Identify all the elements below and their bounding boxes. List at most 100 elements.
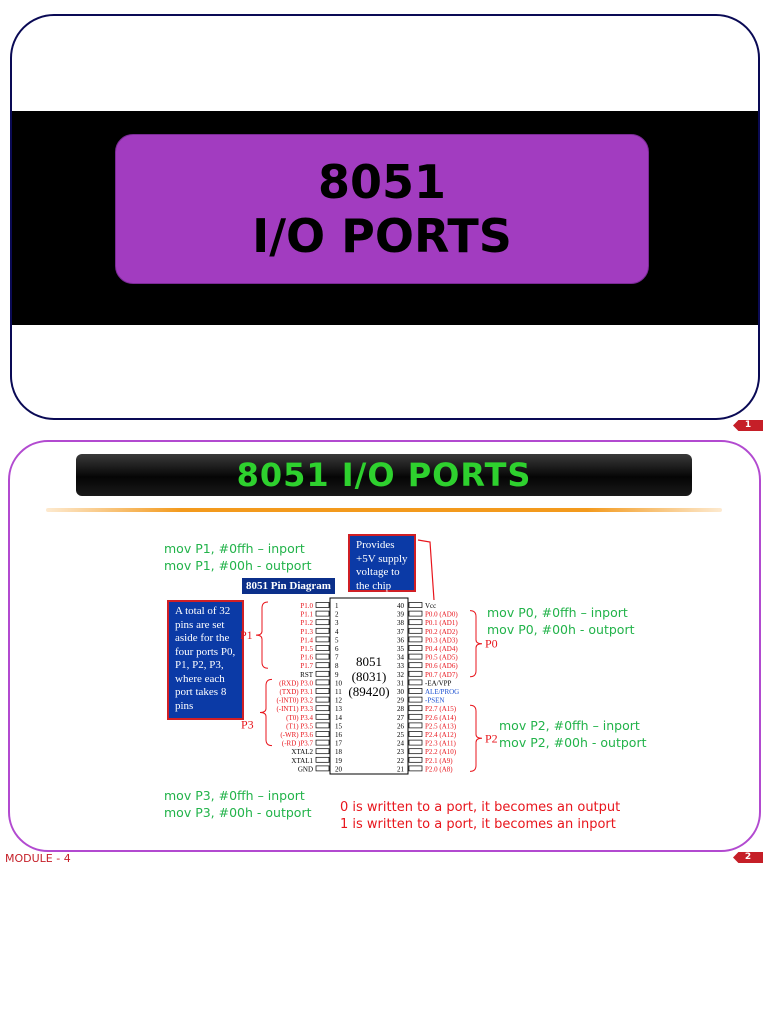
right-pin-stub <box>408 765 423 772</box>
right-pin-number: 29 <box>397 697 405 705</box>
left-pin-stub <box>315 636 330 643</box>
p2-brace <box>469 704 483 772</box>
left-pin-label: XTAL2 <box>291 748 313 756</box>
p0-outport-note: mov P0, #00h - outport <box>487 622 635 637</box>
right-pin-number: 26 <box>397 722 405 730</box>
left-pin-stub <box>315 679 330 686</box>
left-pin-stub <box>315 696 330 703</box>
right-pin-stub <box>408 713 423 720</box>
chip-label: (89420) <box>348 684 389 699</box>
vcc-callout-connector <box>417 539 435 601</box>
right-pin-number: 31 <box>397 679 405 687</box>
left-pin-label: (-WR) P3.6 <box>280 731 313 739</box>
module-footer: MODULE - 4 <box>5 852 71 865</box>
left-pin-label: GND <box>298 765 313 773</box>
right-pin-number: 40 <box>397 602 405 610</box>
right-pin-stub <box>408 705 423 712</box>
right-pin-label: -PSEN <box>425 697 444 705</box>
left-pin-label: (T1) P3.5 <box>286 722 313 730</box>
p2-port-label: P2 <box>485 731 498 745</box>
right-pin-number: 35 <box>397 645 405 653</box>
left-pin-stub <box>315 688 330 694</box>
left-pin-number: 15 <box>335 722 343 730</box>
left-pin-stub <box>315 627 330 634</box>
right-pin-label: P2.3 (A11) <box>425 740 457 748</box>
right-pin-stub <box>408 696 423 703</box>
output-rule-note: 0 is written to a port, it becomes an ou… <box>340 800 621 815</box>
input-rule-note: 1 is written to a port, it becomes an in… <box>340 817 616 832</box>
slide-2: 8051 I/O PORTS mov P1, #0ffh – inport mo… <box>8 440 761 852</box>
left-pin-label: XTAL1 <box>291 757 313 765</box>
right-pin-stub <box>408 756 423 763</box>
chip-body <box>329 597 409 775</box>
left-pin-number: 5 <box>335 636 339 644</box>
left-pin-label: RST <box>300 671 314 679</box>
p1-port-label: P1 <box>240 628 253 642</box>
right-pin-label: P2.4 (A12) <box>425 731 457 739</box>
right-pin-number: 25 <box>397 731 405 739</box>
right-pin-number: 34 <box>397 654 405 662</box>
right-pin-label: P0.0 (AD0) <box>425 611 458 619</box>
left-pin-stub <box>315 713 330 720</box>
left-pin-stub <box>315 610 330 617</box>
right-pin-number: 38 <box>397 619 405 627</box>
right-pin-stub <box>408 731 423 737</box>
p2-inport-note: mov P2, #0ffh – inport <box>499 718 640 733</box>
title-line-2: I/O PORTS <box>252 209 512 263</box>
left-pin-label: P1.1 <box>300 611 313 619</box>
p1-brace <box>255 601 269 669</box>
p0-port-label: P0 <box>485 637 498 651</box>
left-pin-number: 20 <box>335 765 343 773</box>
ports-callout-line: pins <box>175 699 194 712</box>
left-pin-label: P1.2 <box>300 619 313 627</box>
left-pin-stub <box>315 662 330 669</box>
left-pin-label: (-INT1) P3.3 <box>276 705 313 713</box>
left-pin-label: P1.5 <box>300 645 313 653</box>
p2-outport-note: mov P2, #00h - outport <box>499 735 647 750</box>
p3-port-label: P3 <box>241 718 254 732</box>
left-pin-label: P1.4 <box>300 636 313 644</box>
right-pin-label: Vcc <box>425 602 436 610</box>
left-pin-label: P1.0 <box>300 602 313 610</box>
left-pin-number: 11 <box>335 688 342 696</box>
right-pin-number: 37 <box>397 628 405 636</box>
right-pin-stub <box>408 688 423 694</box>
p3-outport-note: mov P3, #00h - outport <box>164 805 312 820</box>
left-pin-number: 16 <box>335 731 343 739</box>
left-pin-label: P1.6 <box>300 654 313 662</box>
slide-2-title-bar: 8051 I/O PORTS <box>76 454 692 496</box>
ports-callout-line: where each <box>175 672 225 685</box>
right-pin-stub <box>408 662 423 669</box>
left-pin-label: (TXD) P3.1 <box>280 688 314 696</box>
left-pin-label: P1.3 <box>300 628 313 636</box>
left-pin-stub <box>315 619 330 626</box>
right-pin-label: ALE/PROG <box>425 688 459 696</box>
left-pin-number: 14 <box>335 714 343 722</box>
right-pin-stub <box>408 653 423 660</box>
p1-outport-note: mov P1, #00h - outport <box>164 558 312 573</box>
chip-label: (8031) <box>352 669 387 684</box>
left-pin-number: 10 <box>335 679 343 687</box>
left-pin-stub <box>315 653 330 660</box>
ports-callout-line: pins are set <box>175 618 225 631</box>
slide-1: 8051 I/O PORTS <box>10 14 760 420</box>
right-pin-label: P0.3 (AD3) <box>425 636 458 644</box>
right-pin-stub <box>408 636 423 643</box>
pin-diagram-label: 8051 Pin Diagram <box>242 578 335 594</box>
left-pin-number: 8 <box>335 662 339 670</box>
left-pin-number: 12 <box>335 697 343 705</box>
right-pin-number: 22 <box>397 757 405 765</box>
left-pin-number: 6 <box>335 645 339 653</box>
left-pin-number: 19 <box>335 757 343 765</box>
right-pin-label: P0.5 (AD5) <box>425 654 458 662</box>
right-pin-number: 39 <box>397 611 405 619</box>
left-pin-label: (-INT0) P3.2 <box>276 697 313 705</box>
right-pin-label: P2.5 (A13) <box>425 722 457 730</box>
right-pin-stub <box>408 645 423 651</box>
left-pin-label: (-RD )P3.7 <box>282 740 314 748</box>
right-pin-label: P2.2 (A10) <box>425 748 457 756</box>
slide-2-title: 8051 I/O PORTS <box>236 456 532 494</box>
right-pin-stub <box>408 619 423 626</box>
p3-brace <box>259 678 273 747</box>
left-pin-label: P1.7 <box>300 662 313 670</box>
